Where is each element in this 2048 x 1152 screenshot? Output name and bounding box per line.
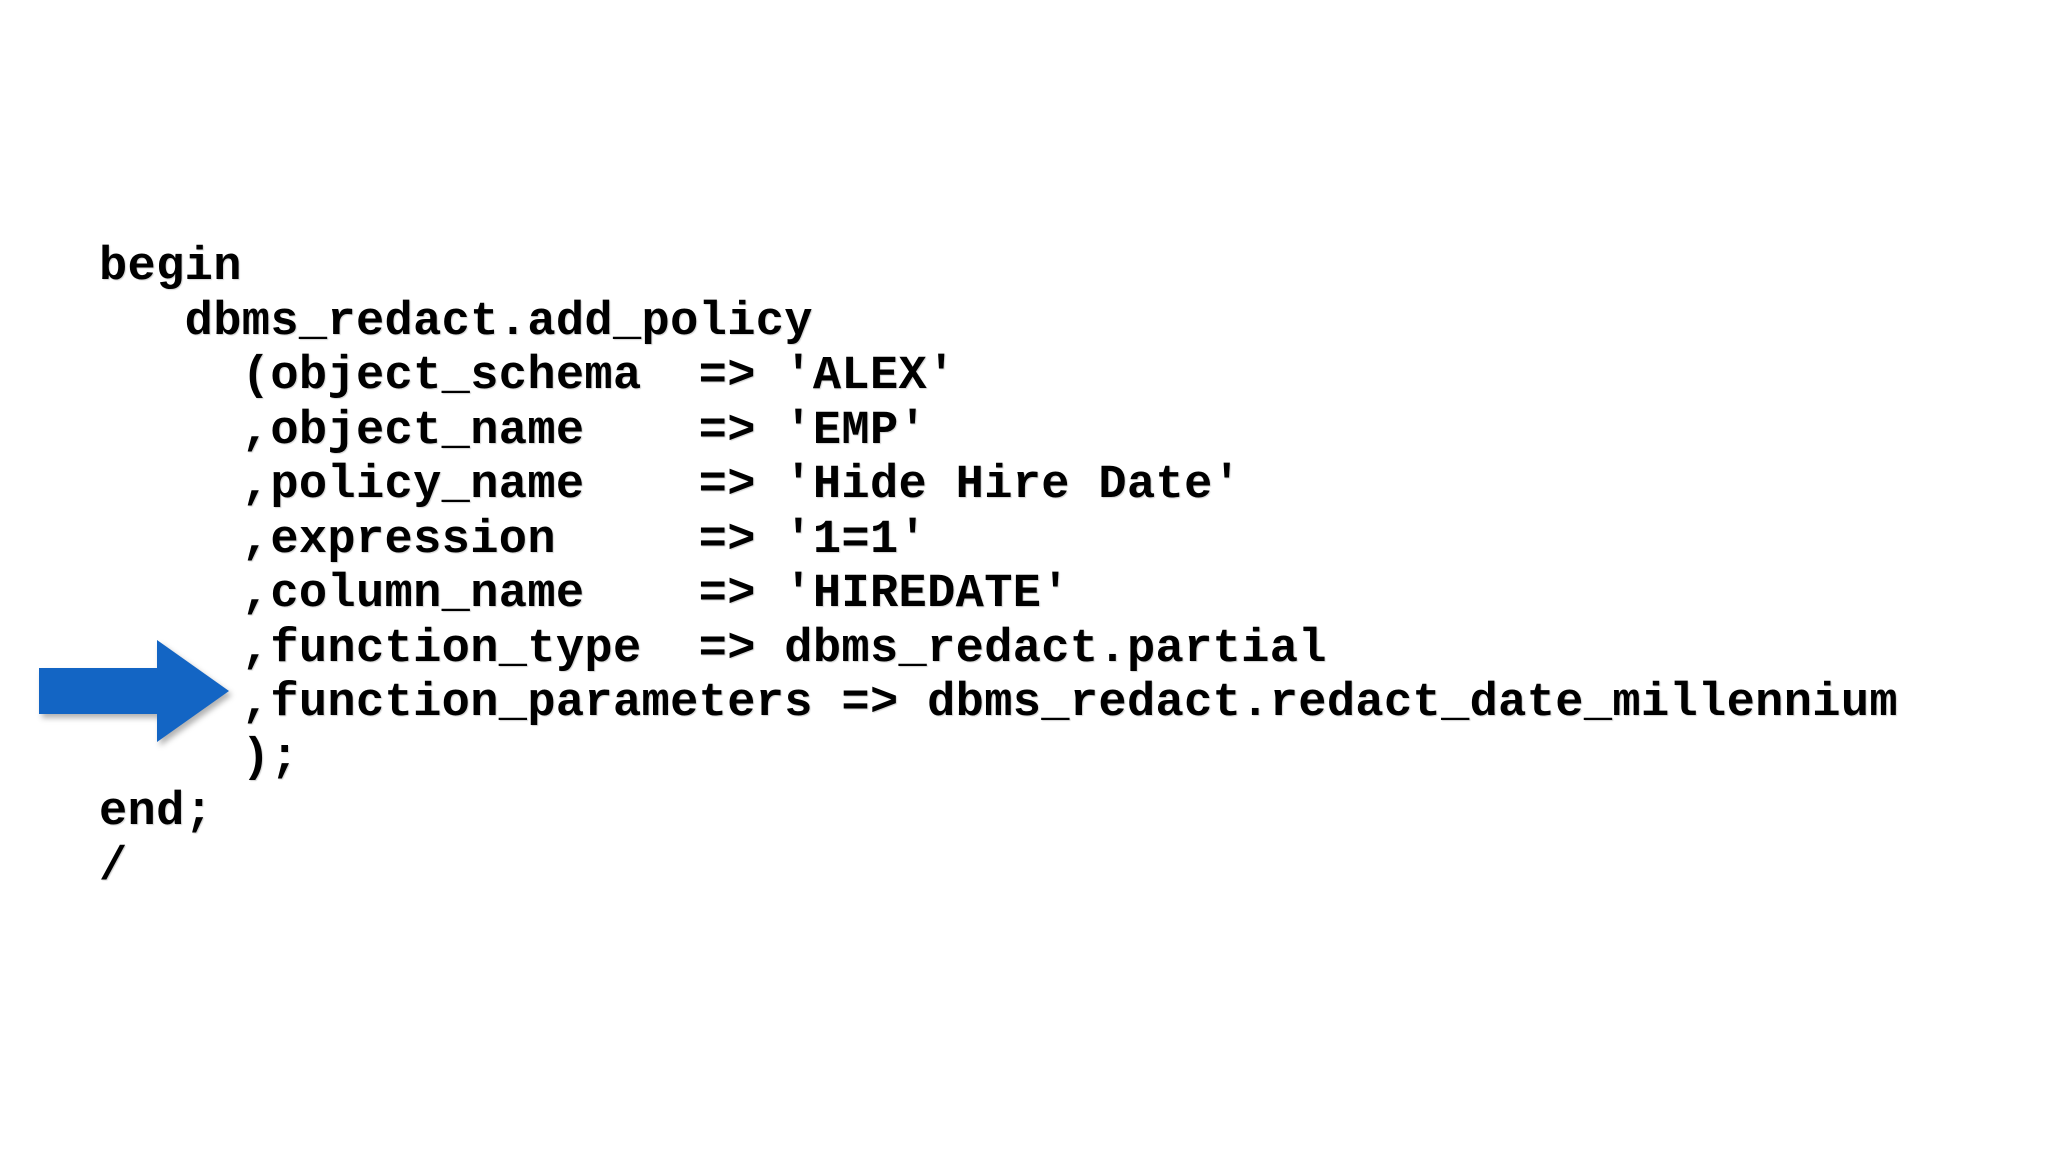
code-line: ,expression => '1=1': [99, 513, 928, 567]
arrow-annotation: [28, 628, 240, 754]
right-arrow-icon: [39, 640, 229, 742]
code-line: ,function_type => dbms_redact.partial: [99, 622, 1327, 676]
code-line: ,function_parameters => dbms_redact.reda…: [99, 677, 1898, 730]
code-line: begin: [99, 241, 242, 294]
code-line: dbms_redact.add_policy: [99, 295, 813, 349]
code-line: ,object_name => 'EMP': [99, 404, 928, 458]
code-block: begin dbms_redact.add_policy (object_sch…: [99, 241, 1898, 895]
code-line: );: [99, 731, 299, 785]
code-line: ,column_name => 'HIREDATE': [99, 568, 1070, 621]
code-line: ,policy_name => 'Hide Hire Date': [99, 459, 1242, 512]
right-arrow-shape: [39, 640, 229, 742]
code-line: end;: [99, 786, 214, 839]
code-line: /: [99, 840, 128, 894]
code-line: (object_schema => 'ALEX': [99, 350, 956, 403]
